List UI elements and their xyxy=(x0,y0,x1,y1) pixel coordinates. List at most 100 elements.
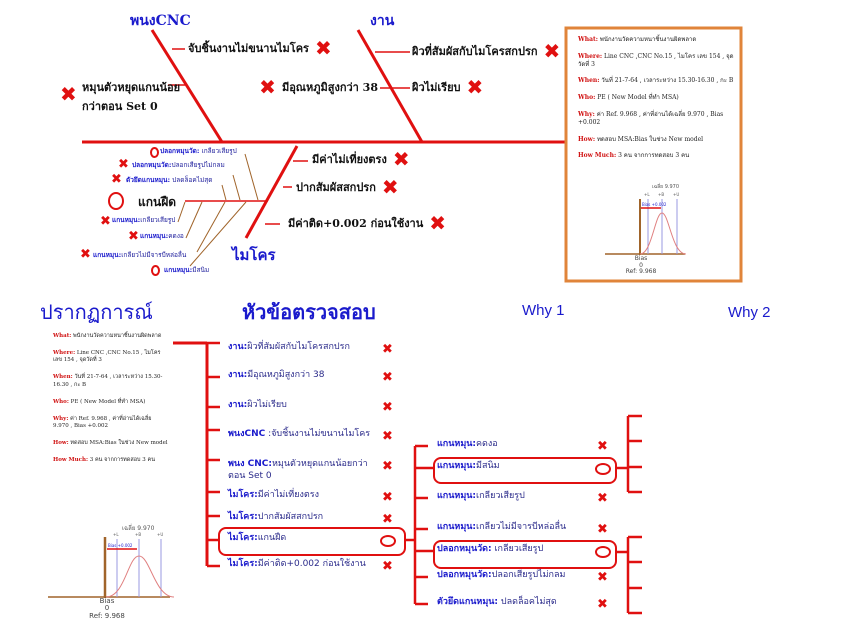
sub-cause: ปลอกหมุนวัด: เกลียวเสียรูป xyxy=(160,147,237,155)
cross-ng-icon: ✖ xyxy=(466,75,484,99)
circle-ok-icon xyxy=(595,546,611,558)
cause-row: มีค่าติด+0.002 ก่อนใช้งาน ✖ xyxy=(288,213,446,233)
mean-label: เฉลี่ย 9.970 xyxy=(122,525,155,532)
cause-label: มีอุณหภูมิสูงกว่า 38 xyxy=(281,81,378,94)
check-item: งาน:ผิวไม่เรียบ xyxy=(228,400,287,410)
sub-category-label: แกนฝืด xyxy=(138,195,177,209)
sub-cause: แกนหมุน:เกลียวเสียรูป xyxy=(112,216,176,224)
circle-ok-icon xyxy=(108,192,124,210)
cross-ng-icon: ✖ xyxy=(382,459,393,474)
check-item: แกนหมุน:คดงอ xyxy=(437,439,498,449)
cross-ng-icon: ✖ xyxy=(597,439,608,454)
cross-ng-icon: ✖ xyxy=(382,370,393,385)
cause-row: ปากสัมผัสสกปรก ✖ xyxy=(296,177,399,197)
heading-phenomenon: ปรากฏการณ์ xyxy=(40,300,153,324)
cross-ng-icon: ✖ xyxy=(381,175,399,199)
tick-label: +U xyxy=(673,192,680,197)
cross-ng-icon: ✖ xyxy=(60,82,77,106)
highlight-box xyxy=(218,527,406,556)
check-item: ตัวยึดแกนหมุน: ปลดล็อคไม่สุด xyxy=(437,597,557,607)
check-item: ไมโคร:มีค่าติด+0.002 ก่อนใช้งาน xyxy=(228,559,366,569)
sub-cause: แกนหมุน:เกลียวไม่มีจารบีหล่อลื่น xyxy=(93,251,187,259)
category-micro: ไมโคร xyxy=(232,246,276,264)
heading-why2: Why 2 xyxy=(728,304,771,321)
mean-label: เฉลี่ย 9.970 xyxy=(652,184,680,190)
bias-label: Bias +0.002 xyxy=(108,543,133,548)
cause-row: มีค่าไม่เที่ยงตรง ✖ xyxy=(312,149,410,169)
cross-ng-icon: ✖ xyxy=(100,214,111,229)
cross-ng-icon: ✖ xyxy=(80,247,91,262)
check-item: ปลอกหมุนวัด: เกลียวเสียรูป xyxy=(437,544,544,554)
check-item: งาน:ผิวที่สัมผัสกับไมโครสกปรก xyxy=(228,342,350,352)
cause-row: ผิวที่สัมผัสกับไมโครสกปรก ✖ xyxy=(412,41,560,61)
info-box-border xyxy=(564,26,743,283)
tree-lines xyxy=(173,341,642,615)
cause-label: ผิวที่สัมผัสกับไมโครสกปรก xyxy=(412,45,538,58)
bias-chart-top xyxy=(605,199,687,255)
cross-ng-icon: ✖ xyxy=(597,597,608,612)
cross-ng-icon: ✖ xyxy=(382,490,393,505)
highlight-box xyxy=(433,457,617,484)
check-item: พนงCNC :จับชิ้นงานไม่ขนานไมโคร xyxy=(228,429,371,439)
circle-ok-icon xyxy=(151,265,160,276)
highlight-box xyxy=(433,540,617,569)
check-item: งาน:มีอุณหภูมิสูงกว่า 38 xyxy=(228,370,325,380)
cross-ng-icon: ✖ xyxy=(118,157,129,172)
bone-micro xyxy=(244,145,299,239)
check-item: ไมโคร:แกนฝืด xyxy=(228,533,287,543)
cross-ng-icon: ✖ xyxy=(111,172,122,187)
sub-cause: ตัวยึดแกนหมุน: ปลดล็อคไม่สุด xyxy=(126,176,213,184)
heading-check-items: หัวข้อตรวจสอบ xyxy=(242,300,376,324)
check-item: ปลอกหมุนวัด:ปลอกเสียรูปไม่กลม xyxy=(437,570,566,580)
cross-ng-icon: ✖ xyxy=(382,342,393,357)
info-5w2h: What: พนักงานวัดความหนาชิ้นงานผิดพลาด Wh… xyxy=(578,36,734,160)
bias-chart-bottom xyxy=(48,537,175,598)
circle-ok-icon xyxy=(150,147,159,158)
cross-ng-icon: ✖ xyxy=(597,491,608,506)
cross-ng-icon: ✖ xyxy=(382,512,393,527)
check-item: พนง CNC:หมุนตัวหยุดแกนน้อยกว่าตอน Set 0 xyxy=(228,459,368,481)
tick-label: +L xyxy=(113,532,119,537)
category-work: งาน xyxy=(370,13,395,29)
cause-row: ✖ มีอุณหภูมิสูงกว่า 38 xyxy=(259,77,378,97)
cross-ng-icon: ✖ xyxy=(543,39,561,63)
cause-row: ผิวไม่เรียบ ✖ xyxy=(412,77,483,97)
cross-ng-icon: ✖ xyxy=(392,147,410,171)
tick-label: +U xyxy=(157,532,164,537)
cross-ng-icon: ✖ xyxy=(259,75,276,99)
cause-label: มีค่าไม่เที่ยงตรง xyxy=(312,153,387,166)
cross-ng-icon: ✖ xyxy=(597,522,608,537)
cross-ng-icon: ✖ xyxy=(382,429,393,444)
check-item: ไมโคร:ปากสัมผัสสกปรก xyxy=(228,512,324,522)
cause-label: ปากสัมผัสสกปรก xyxy=(296,181,376,194)
check-item: ไมโคร:มีค่าไม่เที่ยงตรง xyxy=(228,490,319,500)
sub-cause: ปลอกหมุนวัด:ปลอกเสียรูปไม่กลม xyxy=(132,161,225,169)
cause-label: กว่าตอน Set 0 xyxy=(82,100,158,113)
tick-label: +B xyxy=(658,192,665,197)
heading-why1: Why 1 xyxy=(522,302,565,319)
cause-label: มีค่าติด+0.002 ก่อนใช้งาน xyxy=(288,217,424,230)
bone-machine xyxy=(150,29,224,143)
cross-ng-icon: ✖ xyxy=(597,570,608,585)
tick-label: +L xyxy=(644,192,650,197)
circle-ok-icon xyxy=(380,535,396,547)
cross-ng-icon: ✖ xyxy=(429,211,447,235)
cross-ng-icon: ✖ xyxy=(128,229,139,244)
bone-work xyxy=(356,29,424,143)
cross-ng-icon: ✖ xyxy=(314,36,332,60)
category-machine: พนงCNC xyxy=(130,13,191,29)
tick-label: +B xyxy=(135,532,142,537)
check-item: แกนหมุน:มีสนิม xyxy=(437,461,500,471)
check-item: แกนหมุน:เกลียวเสียรูป xyxy=(437,491,525,501)
cause-label: หมุนตัวหยุดแกนน้อย xyxy=(82,81,181,94)
check-item: แกนหมุน:เกลียวไม่มีจารบีหล่อลื่น xyxy=(437,522,567,532)
bias-label: Bias +0.002 xyxy=(642,202,667,207)
cause-label: ผิวไม่เรียบ xyxy=(412,81,461,94)
sub-cause: แกนหมุน:มีสนิม xyxy=(164,266,210,274)
circle-ok-icon xyxy=(595,463,611,475)
cross-ng-icon: ✖ xyxy=(382,559,393,574)
